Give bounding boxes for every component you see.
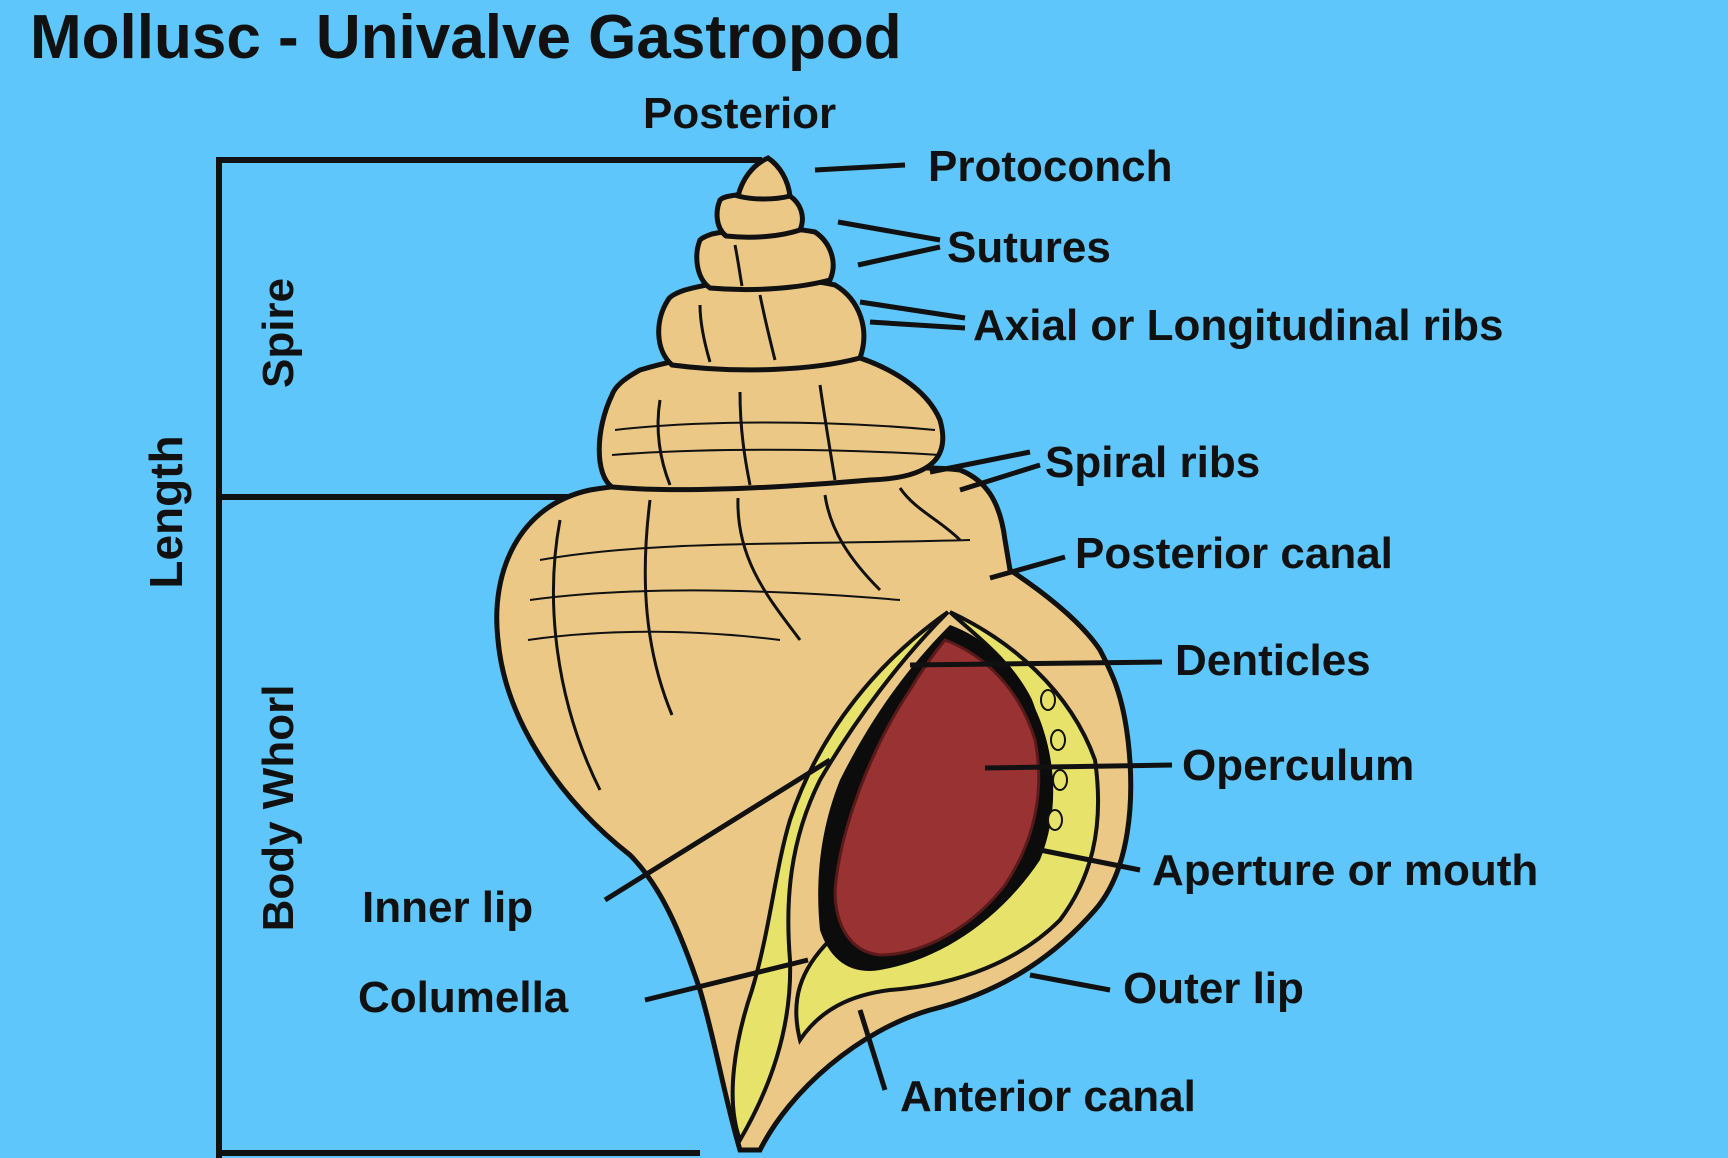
label-operculum: Operculum [1182,741,1414,790]
spire-label: Spire [254,278,303,388]
label-outer-lip: Outer lip [1123,964,1304,1013]
spire-whorl-3 [659,280,864,370]
leader-axial-a [860,302,965,318]
posterior-label: Posterior [643,89,836,138]
body-whorl-label: Body Whorl [254,685,303,932]
leader-protoconch [815,165,905,170]
leader-sutures-b [858,247,940,265]
length-label: Length [140,435,192,588]
leader-denticles [910,662,1162,665]
leader-operculum [985,765,1172,768]
label-posterior-canal: Posterior canal [1075,529,1393,578]
label-aperture: Aperture or mouth [1152,846,1538,895]
leader-sutures-a [838,222,940,240]
label-sutures: Sutures [947,223,1111,272]
diagram-title: Mollusc - Univalve Gastropod [30,3,902,72]
protoconch-shape [738,158,790,199]
leader-spiral-a [930,452,1030,472]
label-axial-ribs: Axial or Longitudinal ribs [973,301,1503,350]
label-denticles: Denticles [1175,636,1371,685]
label-anterior-canal: Anterior canal [900,1072,1196,1121]
leader-outer-lip [1030,975,1110,990]
label-protoconch: Protoconch [928,142,1172,191]
label-inner-lip: Inner lip [362,883,533,932]
leader-axial-b [870,322,965,328]
label-spiral-ribs: Spiral ribs [1045,438,1260,487]
label-columella: Columella [358,973,569,1022]
